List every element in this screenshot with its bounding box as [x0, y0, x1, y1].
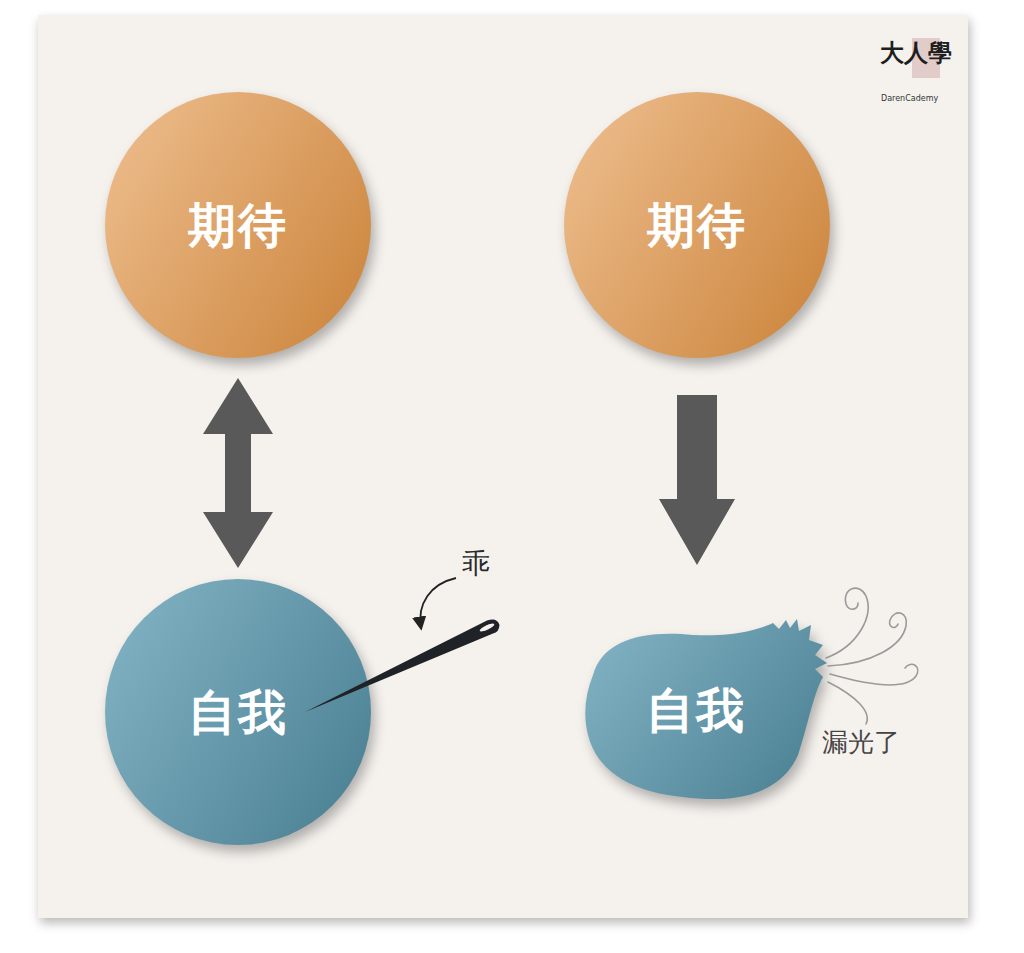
node-label: 自我 [188, 686, 288, 739]
node-label: 期待 [647, 199, 747, 252]
annotation-text: 乖 [462, 549, 490, 580]
logo-text: DarenCademy [881, 95, 938, 104]
circle-node: 期待 [564, 92, 830, 358]
deflated-node: 自我 [583, 615, 833, 805]
node-label: 自我 [646, 684, 746, 737]
circle-node: 自我 [105, 579, 371, 845]
air-swirls [826, 588, 918, 724]
circle-node: 期待 [105, 92, 371, 358]
node-label: 期待 [188, 199, 288, 252]
block-arrow [659, 395, 735, 565]
leader-arrow [420, 578, 456, 628]
annotation-text: 漏光了 [822, 728, 900, 757]
logo-text: 大人學 [880, 40, 952, 66]
needle [305, 619, 500, 712]
block-arrow [203, 378, 273, 568]
